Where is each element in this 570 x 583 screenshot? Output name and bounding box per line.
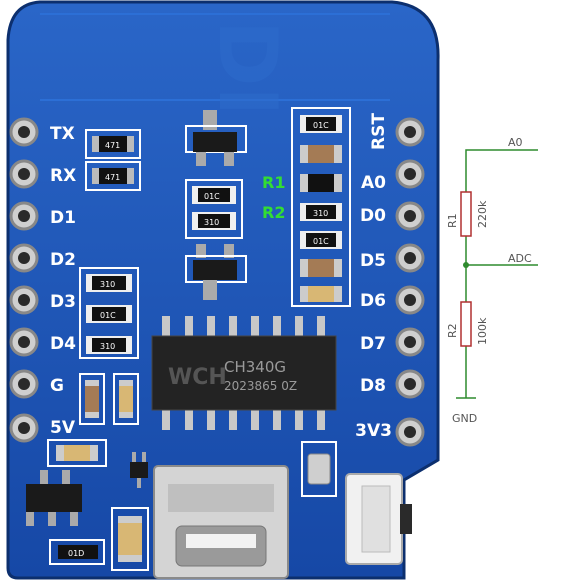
svg-text:01C: 01C — [313, 121, 329, 130]
left-resistor-group: 310 01C 310 — [79, 267, 139, 359]
pin-label-left-tx: TX — [50, 124, 75, 144]
pin-label-left-5v: 5V — [50, 418, 76, 438]
r1-ref-label: R1 — [446, 213, 459, 228]
resistor-r2-symbol — [460, 301, 472, 347]
pin-label-left-d3: D3 — [50, 292, 76, 312]
pin-label-right-d6: D6 — [360, 291, 386, 311]
pin-label-left-rx: RX — [50, 166, 76, 186]
r2-value-label: 100k — [476, 317, 489, 345]
pin-label-right-d8: D8 — [360, 376, 386, 396]
pin-label-left-d2: D2 — [50, 250, 76, 270]
pin-label-right-d7: D7 — [360, 334, 386, 354]
pin-label-right-rst: RST — [369, 113, 389, 150]
crystal — [301, 441, 337, 497]
svg-text:471: 471 — [105, 173, 120, 182]
r2-ref-label: R2 — [446, 323, 459, 338]
pin-label-right-3v3: 3V3 — [355, 421, 392, 441]
wire-top — [465, 149, 538, 192]
svg-text:01C: 01C — [313, 237, 329, 246]
r1-value-label: 220k — [476, 200, 489, 228]
ch340g-chip: WCH CH340G 2023865 0Z — [151, 316, 337, 430]
net-label-a0: A0 — [508, 136, 523, 149]
svg-text:310: 310 — [204, 218, 219, 227]
svg-text:310: 310 — [100, 342, 115, 351]
r1-r2-resistors: 01C 310 — [185, 179, 243, 239]
callout-r1: R1 — [262, 173, 285, 192]
wemos-d1-mini-board: DI TX RX D1 D2 D3 D4 G 5V RST A0 D0 D — [6, 0, 440, 580]
svg-text:310: 310 — [100, 280, 115, 289]
top-transistor — [185, 110, 247, 166]
capacitors-near-g — [79, 373, 139, 425]
gnd-label: GND — [452, 412, 477, 425]
bottom-left-diode: 01D — [49, 539, 105, 565]
svg-text:01C: 01C — [204, 192, 220, 201]
pcb-watermark: DI — [201, 20, 294, 116]
pin-label-left-d1: D1 — [50, 208, 76, 228]
small-transistor — [130, 452, 148, 488]
lower-transistor — [185, 244, 247, 300]
capacitor-5v — [47, 439, 107, 467]
right-component-column: 01C 310 01C — [291, 107, 351, 307]
svg-text:01D: 01D — [68, 549, 84, 558]
bottom-capacitor — [111, 507, 149, 571]
chip-marking-2: 2023865 0Z — [224, 379, 297, 393]
pin-label-left-g: G — [50, 376, 64, 396]
pin-label-left-d4: D4 — [50, 334, 76, 354]
pin-label-right-a0: A0 — [361, 173, 386, 193]
svg-text:471: 471 — [105, 141, 120, 150]
resistor-r1-symbol — [460, 191, 472, 237]
chip-marking-1: CH340G — [224, 358, 286, 376]
svg-text:01C: 01C — [100, 311, 116, 320]
right-header-pins — [395, 117, 425, 447]
micro-usb-connector — [153, 465, 289, 579]
reset-button — [345, 473, 412, 565]
left-header-pins — [9, 117, 39, 443]
net-label-adc: ADC — [508, 252, 532, 265]
pin-label-right-d5: D5 — [360, 251, 386, 271]
junction-dot — [463, 262, 469, 268]
chip-logo: WCH — [168, 365, 227, 390]
svg-text:310: 310 — [313, 209, 328, 218]
tx-rx-resistors: 471 471 — [85, 129, 141, 191]
voltage-regulator — [26, 470, 82, 526]
pin-label-right-d0: D0 — [360, 206, 386, 226]
voltage-divider-schematic: A0 ADC R1 220k R2 100k GND — [446, 136, 538, 425]
callout-r2: R2 — [262, 203, 285, 222]
